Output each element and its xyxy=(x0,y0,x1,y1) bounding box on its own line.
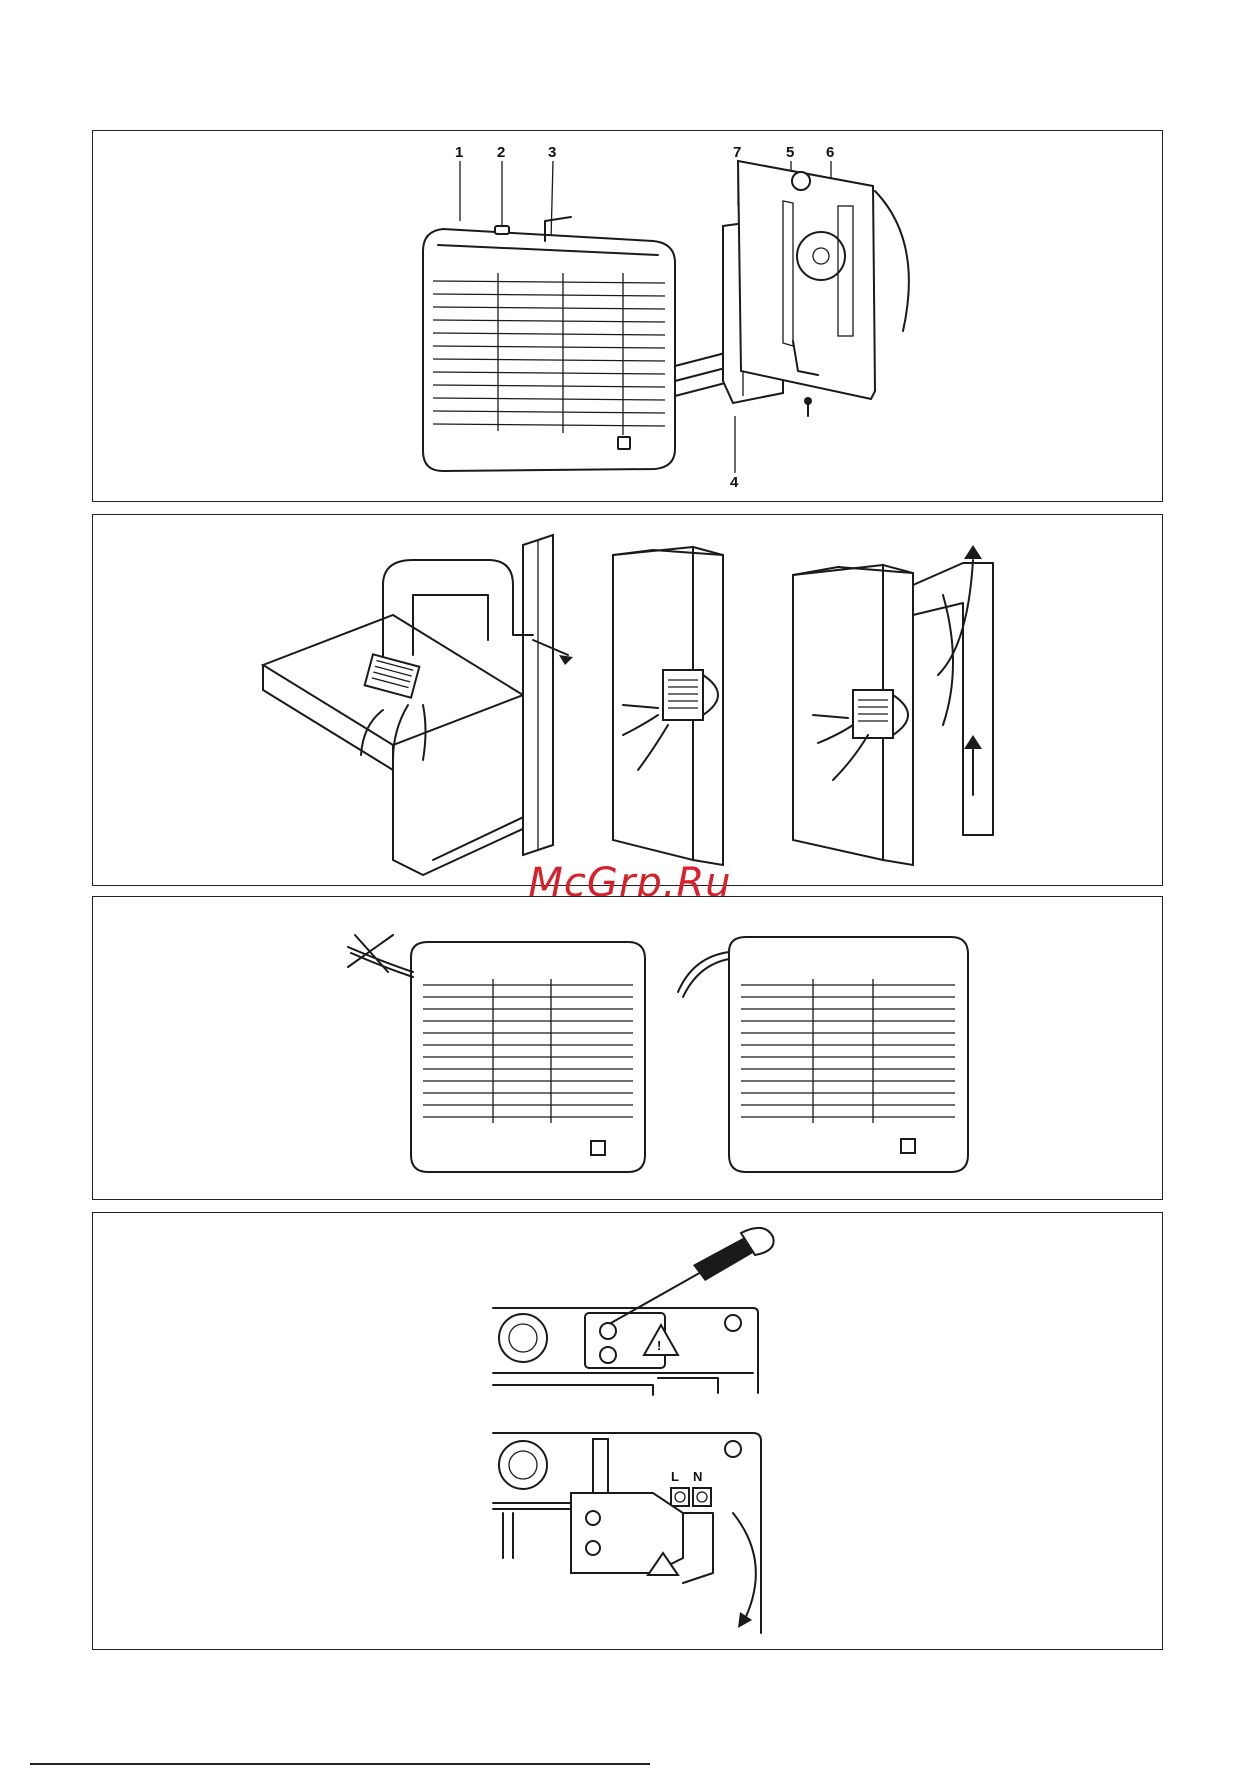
clip-part xyxy=(495,226,509,234)
installation-options-drawing xyxy=(93,515,1164,887)
figure-exploded-view: 1 2 3 7 5 6 4 xyxy=(92,130,1163,502)
grille-cover xyxy=(423,229,675,471)
grille-correct-cable xyxy=(678,937,968,1172)
callout-1: 1 xyxy=(455,144,463,161)
callout-3: 3 xyxy=(548,144,556,161)
ceiling-duct-scene xyxy=(263,535,573,875)
callout-6: 6 xyxy=(826,144,834,161)
figure-wiring-terminal: ! L N xyxy=(92,1212,1163,1650)
callout-2: 2 xyxy=(497,144,505,161)
wall-duct-up-scene xyxy=(793,545,993,865)
figure-installation-options xyxy=(92,514,1163,886)
terminal-cover-open: L N xyxy=(493,1433,761,1633)
callout-4: 4 xyxy=(730,474,739,491)
wiring-terminal-drawing: ! L N xyxy=(93,1213,1164,1651)
wall-mount-scene xyxy=(613,547,723,865)
exploded-view-drawing: 1 2 3 7 5 6 4 xyxy=(93,131,1164,503)
callout-7: 7 xyxy=(733,144,741,161)
cable-entry-drawing xyxy=(93,897,1164,1201)
svg-text:!: ! xyxy=(657,1338,661,1353)
terminal-label-neutral: N xyxy=(693,1469,702,1484)
terminal-label-live: L xyxy=(671,1469,679,1484)
bottom-rule xyxy=(30,1763,650,1765)
terminal-cover-closed: ! xyxy=(493,1308,758,1395)
grille-incorrect-cable xyxy=(348,935,645,1172)
callout-5: 5 xyxy=(786,144,794,161)
figure-cable-entry xyxy=(92,896,1163,1200)
